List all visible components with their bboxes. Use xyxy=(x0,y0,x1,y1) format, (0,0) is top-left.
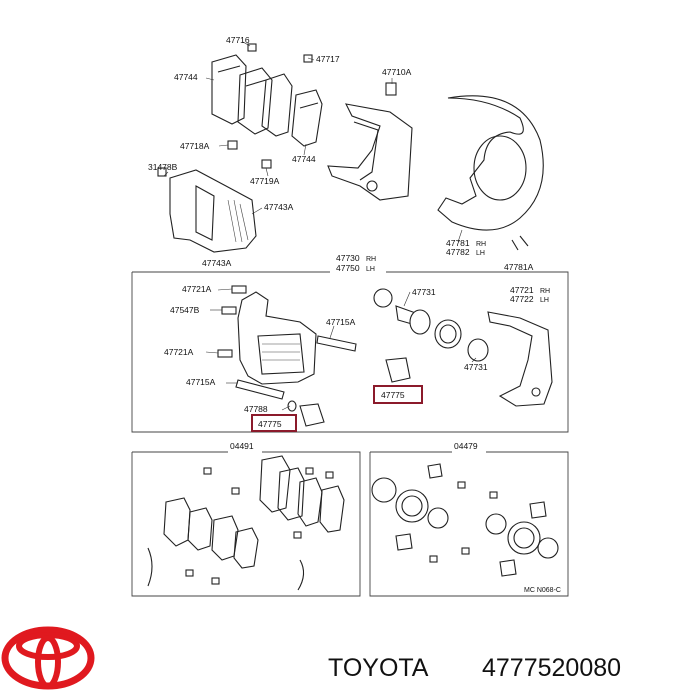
brake-pad-set-top xyxy=(211,54,323,147)
label-47775-right: 47775 xyxy=(381,390,405,400)
label-47743A-lower: 47743A xyxy=(202,258,232,268)
label-lh-2: LH xyxy=(366,266,375,273)
caliper-mounting-top xyxy=(327,103,413,201)
label-04479: 04479 xyxy=(454,441,478,451)
label-rh-1: RH xyxy=(476,241,486,248)
label-47715A-left: 47715A xyxy=(186,377,216,387)
label-47782: 47782 xyxy=(446,247,470,257)
seal-kit-04479-parts xyxy=(371,463,559,577)
label-47722: 47722 xyxy=(510,294,534,304)
caliper-assembly-frame xyxy=(131,271,569,433)
part-number: 4777520080 xyxy=(482,654,621,682)
label-47781: 47781 xyxy=(446,238,470,248)
label-47721A-top: 47721A xyxy=(182,284,212,294)
diagram-code: MC N068-C xyxy=(524,587,561,594)
label-47721: 47721 xyxy=(510,285,534,295)
label-31478B: 31478B xyxy=(148,162,178,172)
dust-shield xyxy=(437,95,544,251)
label-47730: 47730 xyxy=(336,253,360,263)
label-47715A-right: 47715A xyxy=(326,317,356,327)
label-47788: 47788 xyxy=(244,404,268,414)
label-47717: 47717 xyxy=(316,54,340,64)
label-47547B: 47547B xyxy=(170,305,200,315)
label-47731-top: 47731 xyxy=(412,287,436,297)
label-47716: 47716 xyxy=(226,35,250,45)
caliper-assembly-parts xyxy=(217,285,553,427)
toyota-logo xyxy=(1,626,95,690)
label-lh-3: LH xyxy=(540,297,549,304)
label-47744-right: 47744 xyxy=(292,154,316,164)
pad-clips xyxy=(157,43,397,177)
label-rh-3: RH xyxy=(540,288,550,295)
label-47781A: 47781A xyxy=(504,262,534,272)
top-parts-group xyxy=(157,41,544,253)
label-47775-left: 47775 xyxy=(258,419,282,429)
label-04491: 04491 xyxy=(230,441,254,451)
label-47718A: 47718A xyxy=(180,141,210,151)
pad-kit-04491-parts xyxy=(147,455,345,591)
label-rh-2: RH xyxy=(366,256,376,263)
label-47743A-upper: 47743A xyxy=(264,202,294,212)
caliper-body-top xyxy=(169,169,257,253)
label-lh-1: LH xyxy=(476,250,485,257)
label-47721A-mid: 47721A xyxy=(164,347,194,357)
label-47710A: 47710A xyxy=(382,67,412,77)
highlight-box-47775-right xyxy=(373,385,423,404)
label-47744-left: 47744 xyxy=(174,72,198,82)
brand-name: TOYOTA xyxy=(328,654,429,682)
label-47719A: 47719A xyxy=(250,176,280,186)
highlight-box-47775-left xyxy=(251,414,297,432)
kit-frames xyxy=(131,451,569,597)
label-47750: 47750 xyxy=(336,263,360,273)
label-47731-right: 47731 xyxy=(464,362,488,372)
